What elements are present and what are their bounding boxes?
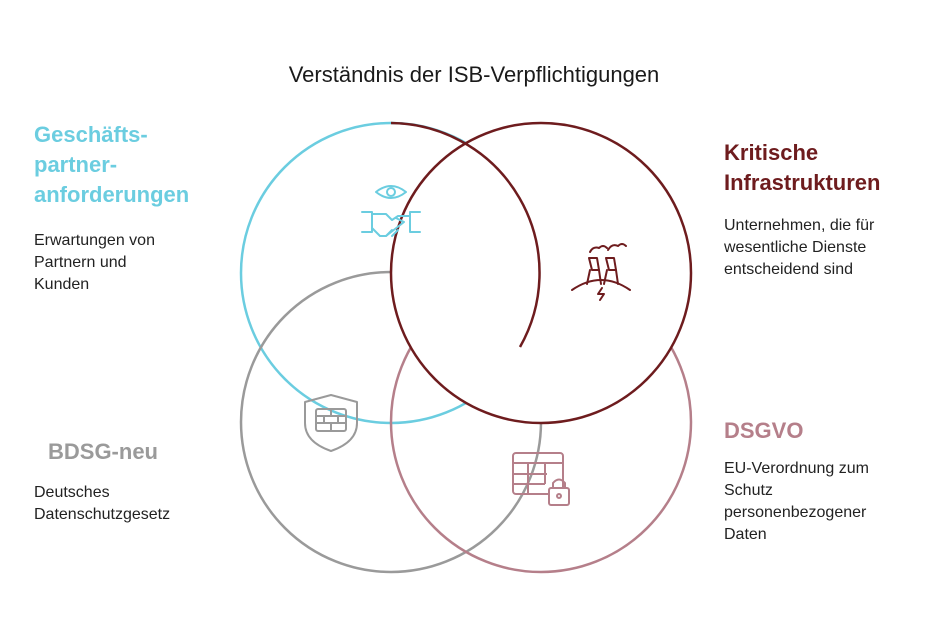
heading-dsgvo: DSGVO: [724, 416, 904, 446]
description-geschaeftspartner: Erwartungen von Partnern und Kunden: [34, 230, 204, 296]
description-line: Daten: [724, 526, 767, 543]
description-line: personenbezogener: [724, 504, 867, 521]
description-line: Erwartungen von: [34, 232, 155, 249]
heading-geschaeftspartner: Geschäfts- partner- anforderungen: [34, 120, 224, 210]
description-line: Deutsches: [34, 484, 110, 501]
circle-kritische: [389, 121, 693, 425]
description-kritische: Unternehmen, die für wesentliche Dienste…: [724, 215, 924, 281]
heading-line: Infrastrukturen: [724, 170, 881, 195]
heading-line: partner-: [34, 152, 118, 177]
heading-line: anforderungen: [34, 182, 190, 207]
description-line: Unternehmen, die für: [724, 217, 875, 234]
description-line: wesentliche Dienste: [724, 239, 867, 256]
page-title: Verständnis der ISB-Verpflichtigungen: [288, 62, 660, 87]
heading-kritische: Kritische Infrastrukturen: [724, 138, 934, 198]
description-line: Schutz: [724, 482, 773, 499]
heading-bdsg: BDSG-neu: [48, 437, 228, 467]
description-line: Datenschutzgesetz: [34, 506, 171, 523]
heading-line: BDSG-neu: [48, 439, 158, 464]
description-line: Partnern und: [34, 254, 127, 271]
firewall-shield-icon: [304, 394, 358, 452]
description-line: entscheidend sind: [724, 261, 853, 278]
locked-table-icon: [512, 452, 570, 506]
heading-line: Geschäfts-: [34, 122, 148, 147]
description-line: EU-Verordnung zum: [724, 460, 869, 477]
heading-line: Kritische: [724, 140, 819, 165]
power-plant-icon: [571, 243, 631, 301]
description-dsgvo: EU-Verordnung zum Schutz personenbezogen…: [724, 458, 914, 546]
description-bdsg: Deutsches Datenschutzgesetz: [34, 482, 224, 526]
heading-line: DSGVO: [724, 418, 804, 443]
circle-geschaeftspartner-arc: [390, 121, 541, 348]
description-line: Kunden: [34, 276, 90, 293]
handshake-eye-icon: [361, 185, 421, 237]
